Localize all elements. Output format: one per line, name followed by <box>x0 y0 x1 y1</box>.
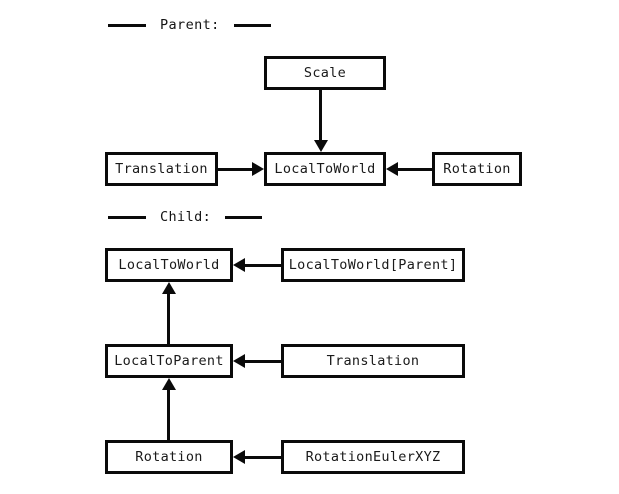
edge-arrowhead-left <box>233 258 245 272</box>
node-parent-rotation[interactable]: Rotation <box>432 152 522 186</box>
node-child-rotationeulerxyz[interactable]: RotationEulerXYZ <box>281 440 465 474</box>
node-child-localtoworld[interactable]: LocalToWorld <box>105 248 233 282</box>
edge-rotation-to-localtoparent <box>161 378 176 440</box>
edge-shaft <box>244 455 281 459</box>
edge-scale-to-localtoworld <box>313 90 328 152</box>
edge-arrowhead-left <box>386 162 398 176</box>
edge-localtoparent-to-localtoworld <box>161 282 176 344</box>
node-child-localtoparent[interactable]: LocalToParent <box>105 344 233 378</box>
edge-shaft <box>218 167 253 171</box>
node-label: Translation <box>115 161 208 177</box>
header-rule-left <box>108 215 146 219</box>
section-header-child: Child: <box>108 208 263 226</box>
edge-translation-to-localtoworld <box>218 162 264 176</box>
node-parent-localtoworld[interactable]: LocalToWorld <box>264 152 386 186</box>
edge-shaft <box>319 90 322 140</box>
edge-arrowhead-down <box>313 140 328 152</box>
node-label: Rotation <box>135 449 203 465</box>
edge-arrowhead-up <box>161 282 176 294</box>
node-label: RotationEulerXYZ <box>305 449 441 465</box>
node-child-localtoworld-parent[interactable]: LocalToWorld[Parent] <box>281 248 465 282</box>
header-rule-right <box>233 23 271 27</box>
edge-arrowhead-up <box>161 378 176 390</box>
section-header-child-label: Child: <box>160 209 212 225</box>
node-label: LocalToWorld <box>118 257 220 273</box>
edge-shaft <box>397 167 432 171</box>
edge-arrowhead-left <box>233 450 245 464</box>
edge-rotationeulerxyz-to-rotation <box>233 450 281 464</box>
node-child-rotation[interactable]: Rotation <box>105 440 233 474</box>
edge-rotation-to-localtoworld <box>386 162 432 176</box>
node-label: Rotation <box>443 161 511 177</box>
node-parent-scale[interactable]: Scale <box>264 56 386 90</box>
edge-shaft <box>244 359 281 363</box>
section-header-parent-label: Parent: <box>160 17 220 33</box>
node-label: Translation <box>326 353 420 369</box>
section-header-parent: Parent: <box>108 16 271 34</box>
node-label: Scale <box>303 65 347 81</box>
node-child-translation[interactable]: Translation <box>281 344 465 378</box>
edge-shaft <box>167 294 170 344</box>
edge-translation-to-localtoparent <box>233 354 281 368</box>
edge-localtoworldparent-to-localtoworld <box>233 258 281 272</box>
edge-shaft <box>167 390 170 440</box>
node-label: LocalToParent <box>114 353 224 369</box>
node-parent-translation[interactable]: Translation <box>105 152 218 186</box>
node-label: LocalToWorld[Parent] <box>288 257 458 273</box>
header-rule-left <box>108 23 146 27</box>
node-label: LocalToWorld <box>274 161 376 177</box>
header-rule-right <box>225 215 263 219</box>
edge-shaft <box>244 263 281 267</box>
edge-arrowhead-right <box>252 162 264 176</box>
edge-arrowhead-left <box>233 354 245 368</box>
